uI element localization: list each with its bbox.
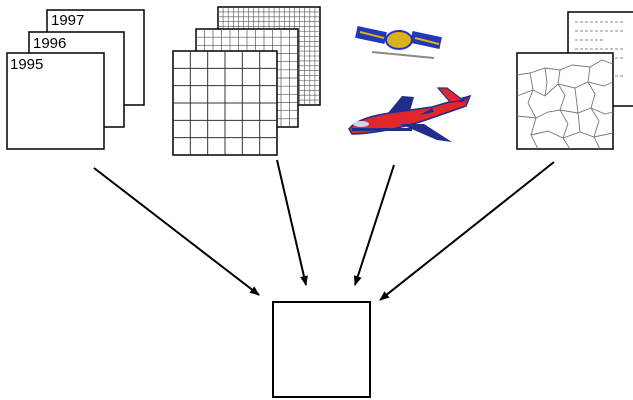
arrow-from-grids [276, 159, 308, 286]
stacked-pages-icon: 1997 1996 1995 [6, 9, 145, 150]
arrows [93, 159, 555, 301]
year-label-1997: 1997 [51, 12, 84, 29]
arrow-from-time-series [93, 167, 260, 296]
polygon-map-icon [516, 52, 614, 150]
airplane-icon [348, 87, 472, 142]
coarse-grid-lines [173, 51, 277, 155]
year-label-1996: 1996 [33, 35, 66, 52]
satellite-icon [355, 26, 442, 59]
empty-box-icon [272, 301, 371, 398]
arrow-from-map [379, 161, 555, 301]
arrow-from-aircraft [353, 164, 395, 286]
page-1995 [6, 52, 105, 150]
nested-grids-icon [172, 6, 321, 156]
year-label-1995: 1995 [10, 56, 43, 73]
